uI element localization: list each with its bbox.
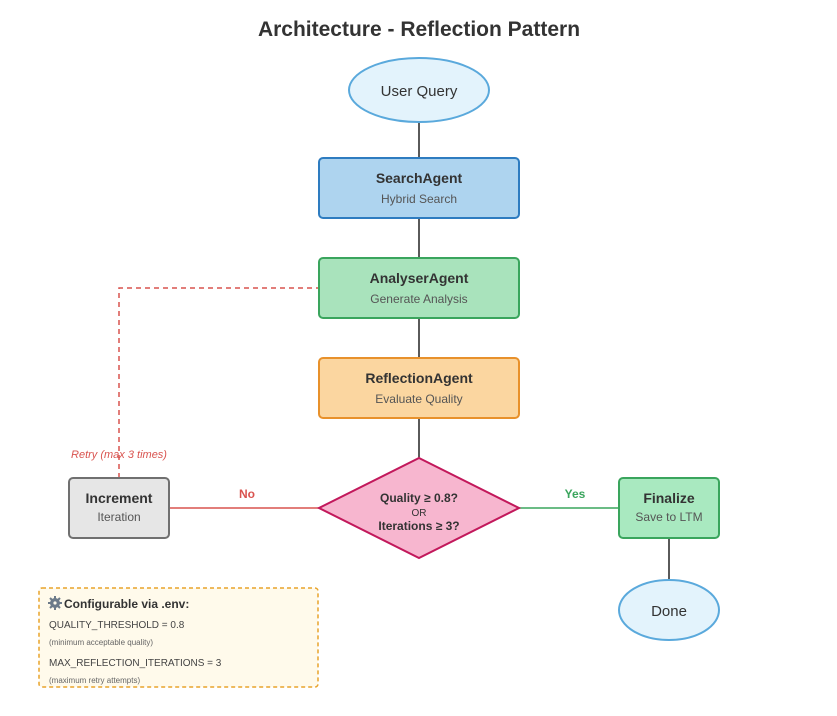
done-label: Done (651, 603, 687, 620)
edge-label-yes: Yes (565, 487, 586, 501)
increment-title: Increment (86, 490, 153, 506)
diagram-title: Architecture - Reflection Pattern (258, 18, 580, 41)
decision-line-quality: Quality ≥ 0.8? (380, 491, 458, 505)
analyser-agent-title: AnalyserAgent (370, 270, 469, 286)
edge-label-no: No (239, 487, 255, 501)
analyser-agent-subtitle: Generate Analysis (370, 292, 467, 306)
user-query-label: User Query (381, 83, 458, 100)
node-finalize: Finalize Save to LTM (618, 477, 720, 539)
finalize-title: Finalize (643, 490, 695, 506)
config-box: Configurable via .env: QUALITY_THRESHOLD… (38, 587, 319, 688)
config-title: Configurable via .env: (64, 597, 189, 611)
node-done: Done (618, 579, 720, 641)
finalize-subtitle: Save to LTM (635, 510, 702, 524)
node-reflection-agent: ReflectionAgent Evaluate Quality (318, 357, 520, 419)
reflection-agent-title: ReflectionAgent (365, 370, 473, 386)
search-agent-subtitle: Hybrid Search (381, 192, 457, 206)
reflection-agent-subtitle: Evaluate Quality (375, 392, 462, 406)
increment-box (68, 477, 170, 539)
config-max-iterations-note: (maximum retry attempts) (49, 676, 140, 685)
config-max-iterations: MAX_REFLECTION_ITERATIONS = 3 (49, 658, 222, 669)
done-shape (618, 579, 720, 641)
edge-retry-loop (118, 287, 319, 478)
decision-diamond (316, 456, 522, 560)
reflection-agent-box (318, 357, 520, 419)
node-decision: Quality ≥ 0.8? OR Iterations ≥ 3? (316, 456, 522, 560)
finalize-box (618, 477, 720, 539)
user-query-shape (348, 57, 490, 123)
node-analyser-agent: AnalyserAgent Generate Analysis (318, 257, 520, 319)
node-search-agent: SearchAgent Hybrid Search (318, 157, 520, 219)
decision-line-or: OR (412, 508, 427, 519)
node-user-query: User Query (348, 57, 490, 123)
decision-line-iterations: Iterations ≥ 3? (378, 519, 459, 533)
gear-icon (48, 596, 62, 610)
node-increment: Increment Iteration (68, 477, 170, 539)
search-agent-box (318, 157, 520, 219)
edge-label-retry: Retry (max 3 times) (71, 449, 167, 461)
search-agent-title: SearchAgent (376, 170, 463, 186)
config-box-border (38, 587, 319, 688)
config-quality-threshold: QUALITY_THRESHOLD = 0.8 (49, 620, 185, 631)
analyser-agent-box (318, 257, 520, 319)
increment-subtitle: Iteration (97, 510, 140, 524)
config-quality-threshold-note: (minimum acceptable quality) (49, 638, 153, 647)
